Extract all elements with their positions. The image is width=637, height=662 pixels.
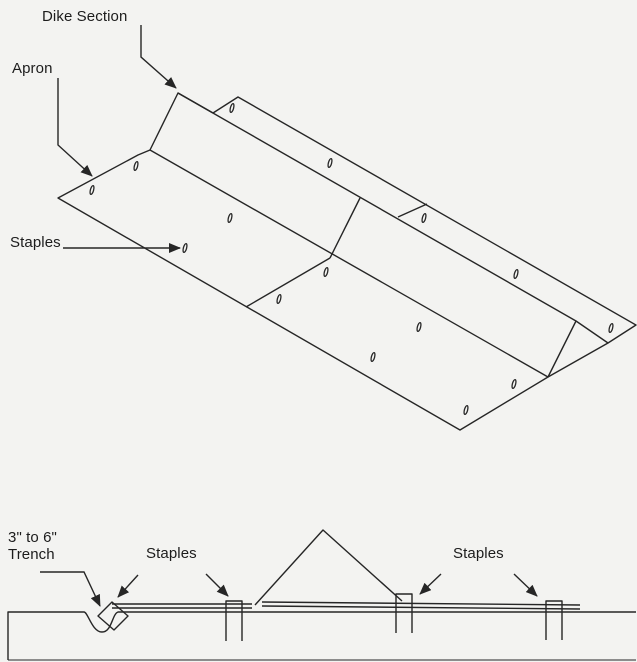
fabric-layer: [261, 601, 581, 606]
staples-label-bottom-left: Staples: [146, 545, 197, 562]
top-leaders: [57, 25, 181, 253]
arrow-pointer-icon: [57, 78, 93, 177]
staple-icon: [182, 242, 188, 254]
dike-profile: [254, 529, 403, 606]
dike-back-face: [212, 96, 637, 344]
staple-icon: [608, 322, 614, 334]
staple-icon: [133, 160, 139, 172]
staple-icon: [545, 600, 563, 640]
staple-icon: [421, 212, 427, 224]
dike-section-label: Dike Section: [42, 8, 128, 25]
trench-name-label: Trench: [8, 546, 55, 563]
staple-icon: [463, 404, 469, 416]
arrow-pointer-icon: [140, 25, 177, 89]
panel-seam-dike-2: [397, 203, 428, 218]
apron-outline: [57, 149, 549, 431]
fabric-layer: [261, 605, 581, 610]
staple-icon: [513, 268, 519, 280]
cross-section-view: [7, 529, 636, 661]
trench-depth-label: 3" to 6": [8, 529, 57, 546]
dike-ridge: [177, 92, 214, 114]
ground-surface: [7, 611, 636, 660]
isometric-staples: [89, 102, 614, 416]
staple-icon: [227, 212, 233, 224]
staple-icon: [323, 266, 329, 278]
bottom-leaders: [40, 571, 538, 607]
staple-icon: [511, 378, 517, 390]
staple-icon: [225, 600, 243, 641]
dike-front-face: [149, 92, 577, 378]
arrow-pointer-icon: [513, 573, 538, 597]
isometric-view: [57, 92, 637, 431]
staple-icon: [395, 593, 413, 633]
staple-icon: [416, 321, 422, 333]
staple-icon: [229, 102, 235, 114]
staple-icon: [89, 184, 95, 196]
staple-icon: [370, 351, 376, 363]
arrow-pointer-icon: [117, 574, 139, 598]
staple-icon: [276, 293, 282, 305]
arrow-pointer-icon: [419, 573, 442, 595]
staples-label-top: Staples: [10, 234, 61, 251]
panel-seam-apron: [245, 257, 331, 308]
staples-label-bottom-right: Staples: [453, 545, 504, 562]
arrow-pointer-icon: [40, 571, 101, 607]
trench-label: 3" to 6" Trench: [8, 529, 57, 563]
staple-icon: [97, 601, 129, 631]
apron-label: Apron: [12, 60, 53, 77]
panel-seam-dike-1: [329, 197, 361, 259]
arrow-pointer-icon: [205, 573, 229, 597]
staple-icon: [327, 157, 333, 169]
